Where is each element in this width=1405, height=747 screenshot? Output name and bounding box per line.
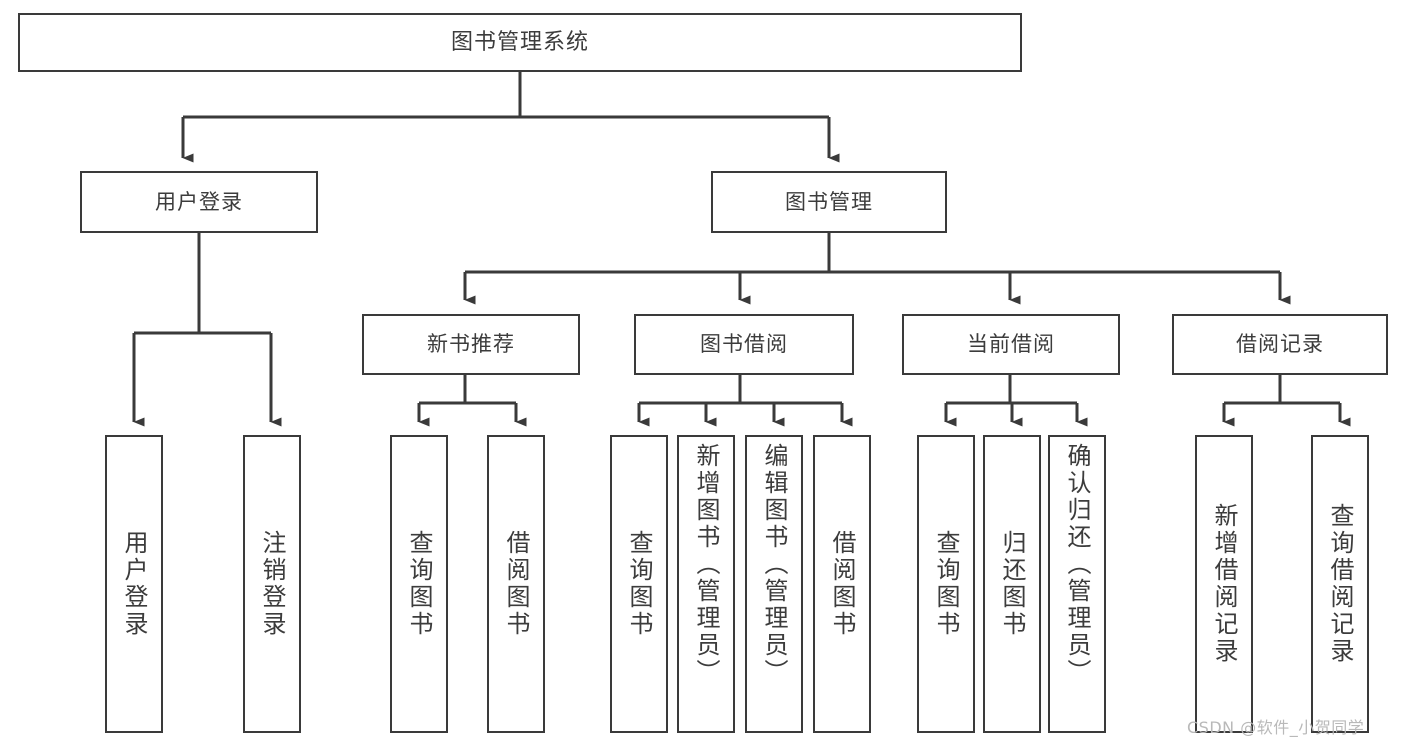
node-label: 借阅图书	[828, 530, 856, 638]
leaf-query-borrow-record[interactable]: 查询借阅记录	[1311, 435, 1369, 733]
node-label: 当前借阅	[967, 332, 1055, 357]
node-label: 图书管理系统	[450, 29, 589, 55]
node-user-login[interactable]: 用户登录	[80, 171, 318, 233]
leaf-query-books-current[interactable]: 查询图书	[917, 435, 975, 733]
leaf-borrow-books-newbooks[interactable]: 借阅图书	[487, 435, 545, 733]
node-label: 归还图书	[998, 530, 1026, 638]
node-current-borrow[interactable]: 当前借阅	[902, 314, 1120, 375]
node-borrow-records[interactable]: 借阅记录	[1172, 314, 1388, 375]
leaf-query-books-borrow[interactable]: 查询图书	[610, 435, 668, 733]
node-book-management[interactable]: 图书管理	[711, 171, 947, 233]
node-root[interactable]: 图书管理系统	[18, 13, 1022, 72]
node-label: 图书借阅	[700, 332, 788, 357]
node-label: 借阅记录	[1236, 332, 1324, 357]
node-label: 新书推荐	[427, 332, 515, 357]
leaf-add-borrow-record[interactable]: 新增借阅记录	[1195, 435, 1253, 733]
node-new-book-recommend[interactable]: 新书推荐	[362, 314, 580, 375]
node-label: 查询图书	[405, 530, 433, 638]
node-label: 借阅图书	[502, 530, 530, 638]
node-label: 编辑图书（管理员）	[760, 443, 788, 686]
node-label: 确认归还（管理员）	[1063, 443, 1091, 686]
node-label: 查询图书	[625, 530, 653, 638]
node-label: 查询借阅记录	[1326, 503, 1354, 665]
leaf-edit-book-admin[interactable]: 编辑图书（管理员）	[745, 435, 803, 733]
leaf-return-books[interactable]: 归还图书	[983, 435, 1041, 733]
node-label: 查询图书	[932, 530, 960, 638]
node-label: 用户登录	[120, 530, 148, 638]
leaf-logout[interactable]: 注销登录	[243, 435, 301, 733]
leaf-user-login[interactable]: 用户登录	[105, 435, 163, 733]
node-label: 图书管理	[785, 189, 873, 214]
node-label: 注销登录	[258, 530, 286, 638]
node-label: 新增图书（管理员）	[692, 443, 720, 686]
leaf-borrow-books-borrow[interactable]: 借阅图书	[813, 435, 871, 733]
node-label: 新增借阅记录	[1210, 503, 1238, 665]
leaf-add-book-admin[interactable]: 新增图书（管理员）	[677, 435, 735, 733]
node-label: 用户登录	[155, 189, 243, 214]
node-book-borrow[interactable]: 图书借阅	[634, 314, 854, 375]
leaf-confirm-return-admin[interactable]: 确认归还（管理员）	[1048, 435, 1106, 733]
leaf-query-books-newbooks[interactable]: 查询图书	[390, 435, 448, 733]
